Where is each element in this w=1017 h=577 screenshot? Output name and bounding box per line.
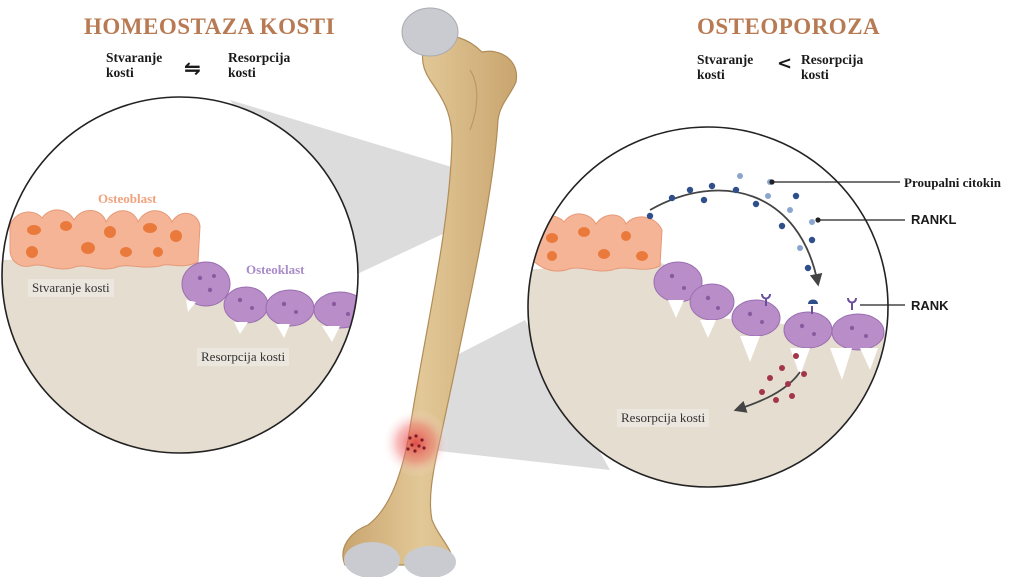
osteoblast-label: Osteoblast [98,191,157,207]
equilibrium-symbol: ⇋ [184,56,201,80]
bone-resorption-label-left: Resorpcija kosti [197,348,289,366]
title-osteoporosis: OSTEOPOROZA [697,14,880,40]
rankl-label: RANKL [911,212,957,227]
femur-condyle-left [344,542,400,577]
bone-formation-label: Stvaranje kosti [28,279,114,297]
left-resorption-text: Resorpcija kosti [228,50,290,80]
femoral-head [402,8,458,56]
osteoclast-label: Osteoklast [246,262,305,278]
cytokine-label: Proupalni citokin [904,175,1001,191]
right-formation-text: Stvaranje kosti [697,52,753,82]
title-homeostasis: HOMEOSTAZA KOSTI [84,14,335,40]
less-than-symbol: < [777,53,792,74]
right-resorption-text: Resorpcija kosti [801,52,863,82]
femur-condyle-right [404,546,456,577]
femur [343,8,517,577]
rank-label: RANK [911,298,949,313]
left-formation-text: Stvaranje kosti [106,50,162,80]
lesion-glow [382,409,450,477]
femur-shaft [343,36,517,565]
bone-resorption-label-right: Resorpcija kosti [617,409,709,427]
